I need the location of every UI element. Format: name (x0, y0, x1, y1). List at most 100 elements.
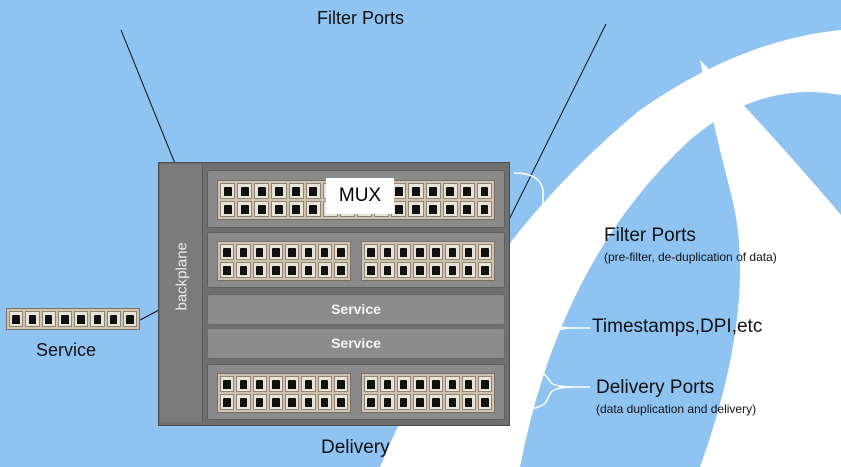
delivery-ports-subtitle: (data duplication and delivery) (596, 402, 757, 416)
rj45-port (74, 311, 89, 327)
rj45-port (412, 376, 427, 392)
rj45-port (461, 244, 476, 260)
rj45-port (396, 376, 411, 392)
rj45-port (461, 376, 476, 392)
mux-label: MUX (326, 178, 394, 214)
filter-brace (513, 172, 590, 291)
rj45-port (285, 394, 300, 410)
rj45-port (90, 311, 105, 327)
rj45-port (305, 201, 321, 217)
rj45-port (252, 376, 267, 392)
rj45-port (236, 376, 251, 392)
rj45-port (459, 201, 475, 217)
rj45-port (268, 262, 283, 278)
delivery-ports-title: Delivery Ports (596, 377, 715, 398)
rj45-port (477, 376, 492, 392)
rj45-port (380, 376, 395, 392)
rj45-port (288, 201, 304, 217)
rj45-port (317, 244, 332, 260)
rj45-port (364, 262, 379, 278)
external-service-label: Service (36, 340, 97, 360)
rj45-port (408, 201, 424, 217)
rj45-port (254, 183, 270, 199)
delivery-brace (513, 367, 590, 411)
filter-port-panel-right (361, 241, 495, 281)
rj45-port (57, 311, 72, 327)
backplane-label: backplane (173, 242, 191, 311)
port-row (220, 201, 492, 217)
port-row (364, 262, 492, 278)
rj45-port (396, 394, 411, 410)
rj45-port (122, 311, 137, 327)
filter-port-panel-left (217, 241, 351, 281)
rj45-port (333, 376, 348, 392)
rj45-port (461, 262, 476, 278)
port-row (364, 376, 492, 392)
rj45-port (301, 244, 316, 260)
rj45-port (412, 394, 427, 410)
backplane (160, 164, 203, 422)
rj45-port (429, 244, 444, 260)
rj45-port (425, 183, 441, 199)
rj45-port (317, 394, 332, 410)
rj45-port (285, 376, 300, 392)
rj45-port (220, 394, 235, 410)
service-row-2: Service (207, 328, 505, 359)
rj45-port (380, 244, 395, 260)
port-row (220, 376, 348, 392)
rj45-port (333, 244, 348, 260)
rj45-port (364, 244, 379, 260)
rj45-port (268, 394, 283, 410)
rj45-port (220, 262, 235, 278)
rj45-port (317, 262, 332, 278)
service-row-1: Service (207, 294, 505, 325)
rj45-port (317, 376, 332, 392)
port-row (220, 394, 348, 410)
rj45-port (41, 311, 56, 327)
port-row (364, 394, 492, 410)
rj45-port (459, 183, 475, 199)
rj45-port (429, 376, 444, 392)
timestamps-brace (513, 295, 590, 363)
rj45-port (445, 376, 460, 392)
rj45-port (254, 201, 270, 217)
rj45-port (461, 394, 476, 410)
rj45-port (476, 201, 492, 217)
rj45-port (364, 376, 379, 392)
bottom-delivery-label: Delivery (321, 437, 390, 458)
timestamps-title: Timestamps,DPI,etc (592, 316, 763, 337)
rj45-port (442, 201, 458, 217)
rj45-port (301, 394, 316, 410)
rj45-port (236, 394, 251, 410)
port-row (220, 262, 348, 278)
rj45-port (220, 201, 236, 217)
rj45-port (333, 262, 348, 278)
rj45-port (25, 311, 40, 327)
rj45-port (252, 262, 267, 278)
top-filter-ports-label: Filter Ports (317, 8, 405, 28)
rj45-port (425, 201, 441, 217)
rj45-port (301, 262, 316, 278)
delivery-port-panel-right (361, 373, 495, 413)
rj45-port (268, 376, 283, 392)
rj45-port (445, 394, 460, 410)
rj45-port (305, 183, 321, 199)
rj45-port (445, 262, 460, 278)
rj45-port (220, 376, 235, 392)
rj45-port (412, 262, 427, 278)
rj45-port (476, 183, 492, 199)
rj45-port (268, 244, 283, 260)
rj45-port (237, 183, 253, 199)
rj45-port (333, 394, 348, 410)
port-row (364, 244, 492, 260)
rj45-port (396, 262, 411, 278)
rj45-port (9, 311, 24, 327)
rj45-port (285, 244, 300, 260)
rj45-port (364, 394, 379, 410)
rj45-port (396, 244, 411, 260)
swoosh-right (700, 60, 841, 467)
external-service-ports (6, 308, 140, 330)
filter-ports-subtitle: (pre-filter, de-duplication of data) (604, 250, 777, 264)
rj45-port (106, 311, 121, 327)
rj45-port (412, 244, 427, 260)
